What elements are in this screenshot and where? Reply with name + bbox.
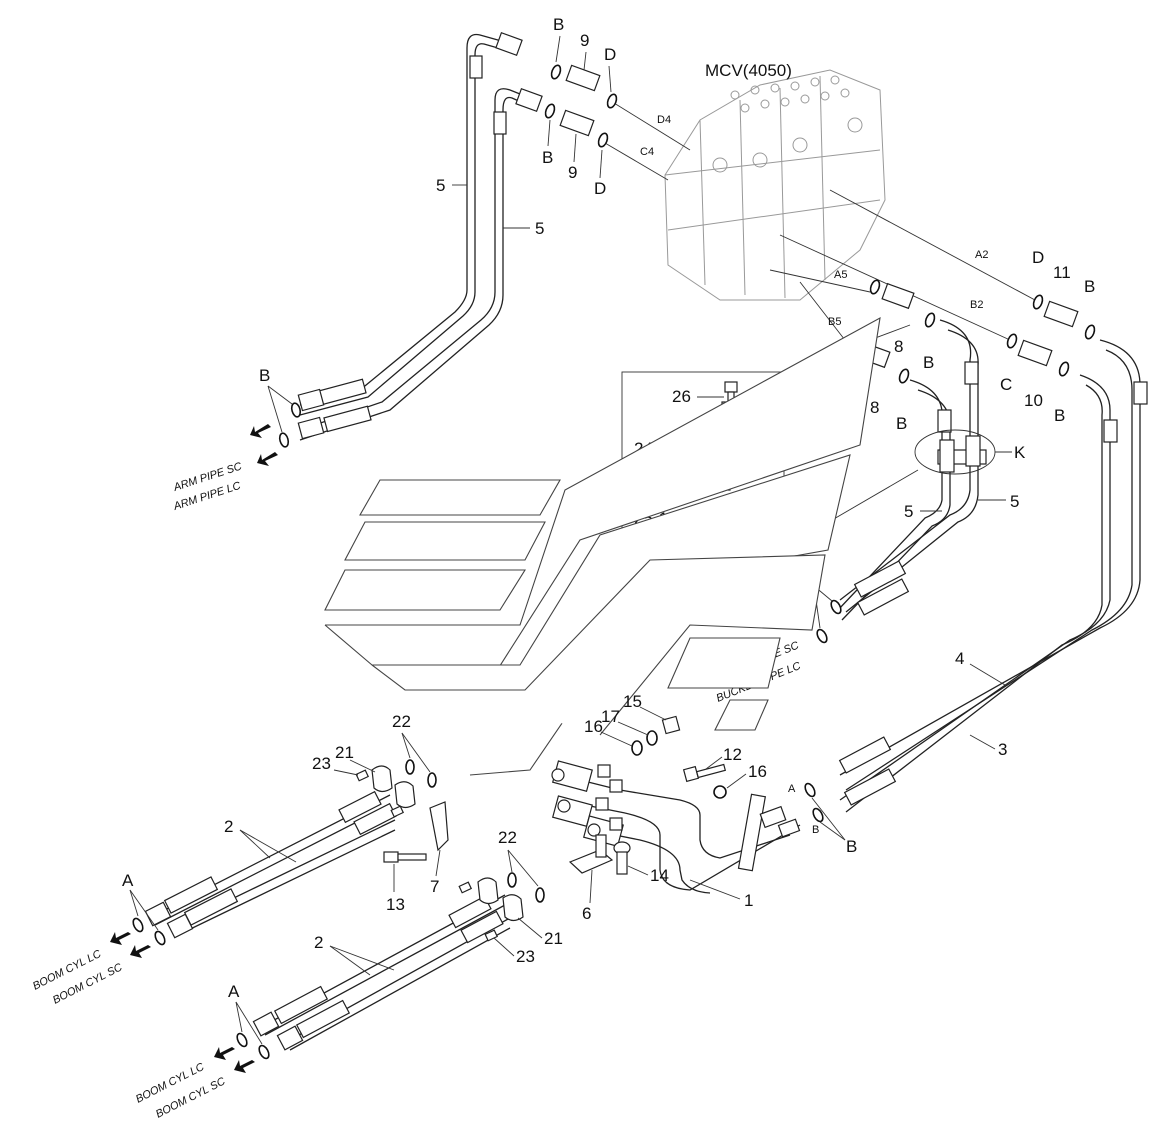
clamp-7 [429,801,449,852]
washer-16-lower [713,785,727,799]
callout-9a: 9 [580,31,589,50]
fitting-8-upper [869,279,936,328]
callout-k: K [1014,443,1026,462]
arrow-boom-sc-1 [130,945,151,958]
arrow-boom-lc-1 [110,932,131,945]
callout-16-lower: 16 [748,762,767,781]
callout-1: 1 [744,891,753,910]
callout-b-8a: B [923,353,934,372]
bucket-ring-sc [830,599,842,615]
arm-hoses [297,31,543,441]
callout-5-bucket-b: 5 [1010,492,1019,511]
callout-2-lower: 2 [314,933,323,952]
callout-d-9a: D [604,45,616,64]
flange-21-lower [458,872,545,942]
callout-21-lower: 21 [544,929,563,948]
callout-b-9a: B [553,15,564,34]
callout-16-upper: 16 [584,717,603,736]
long-hoses-3-4 [838,339,1148,813]
callout-2-upper: 2 [224,817,233,836]
callout-23-lower: 23 [516,947,535,966]
callout-a-left: A [122,871,134,890]
callout-6: 6 [582,904,591,923]
callout-5-arm-a: 5 [436,176,445,195]
fitting-9-lower [544,103,609,148]
washer-16-upper [631,740,643,756]
ring-boom-upper-b [154,930,166,946]
port-label-b2: B2 [970,299,983,311]
boom-hoses-lower [252,894,511,1051]
bolt-13 [383,851,427,863]
callout-11: 11 [1053,263,1071,282]
callout-b-10: B [1054,406,1065,425]
boom-plates [324,316,881,776]
ring-boom-upper-a [132,917,144,933]
callout-b-arm: B [259,366,270,385]
nut-15 [661,715,681,735]
callout-13: 13 [386,895,405,914]
callout-8b: 8 [870,398,879,417]
callout-5-bucket-a: 5 [904,502,913,521]
fitting-9-upper [550,64,618,109]
callout-c-10: C [1000,375,1012,394]
callout-22-upper: 22 [392,712,411,731]
callout-22-lower: 22 [498,828,517,847]
callout-b-11: B [1084,277,1095,296]
callout-b-right: B [846,837,857,856]
callout-7: 7 [430,877,439,896]
callout-a-bottom: A [228,982,240,1001]
callout-10: 10 [1024,391,1043,410]
callout-23-upper: 23 [312,754,331,773]
port-label-a-small: A [788,783,796,795]
detail-part-26: 26 [672,387,691,406]
callout-15: 15 [623,692,642,711]
callout-14: 14 [650,866,669,885]
bucket-ring-lc [816,628,828,644]
fitting-10 [1006,333,1070,377]
callout-4: 4 [955,649,964,668]
callout-d-11: D [1032,248,1044,267]
callout-17: 17 [601,707,620,726]
bolt-14 [613,841,631,875]
bucket-hoses [837,319,987,621]
callout-12: 12 [723,745,742,764]
callout-b-8b: B [896,414,907,433]
flange-21-upper [355,759,437,818]
callout-8a: 8 [894,337,903,356]
callout-d-9b: D [594,179,606,198]
port-label-a2: A2 [975,249,988,261]
bolt-12 [682,763,727,783]
callout-3: 3 [998,740,1007,759]
port-label-a5: A5 [834,269,847,281]
mcv-valve-block [664,69,886,301]
callout-5-arm-b: 5 [535,219,544,238]
ring-boom-lower-a [236,1032,248,1048]
manifold-pipes-1 [551,760,801,894]
ring-right-lower [812,807,824,823]
callout-b-9b: B [542,148,553,167]
arrow-boom-lc-2 [214,1047,235,1060]
callout-21-upper: 21 [335,743,354,762]
arrow-boom-sc-2 [234,1060,255,1073]
bracket-6 [568,834,614,874]
mcv-label: MCV(4050) [705,61,792,80]
port-label-b5: B5 [828,316,841,328]
fitting-11 [1032,294,1096,340]
ring-right-upper [804,782,816,798]
boom-hoses-upper [144,790,397,939]
port-label-b-small: B [812,824,819,836]
arm-hose-ends [250,402,302,466]
port-label-d4: D4 [657,114,671,126]
washer-17 [646,730,658,746]
callout-9b: 9 [568,163,577,182]
port-label-c4: C4 [640,146,654,158]
ring-boom-lower-b [258,1044,270,1060]
